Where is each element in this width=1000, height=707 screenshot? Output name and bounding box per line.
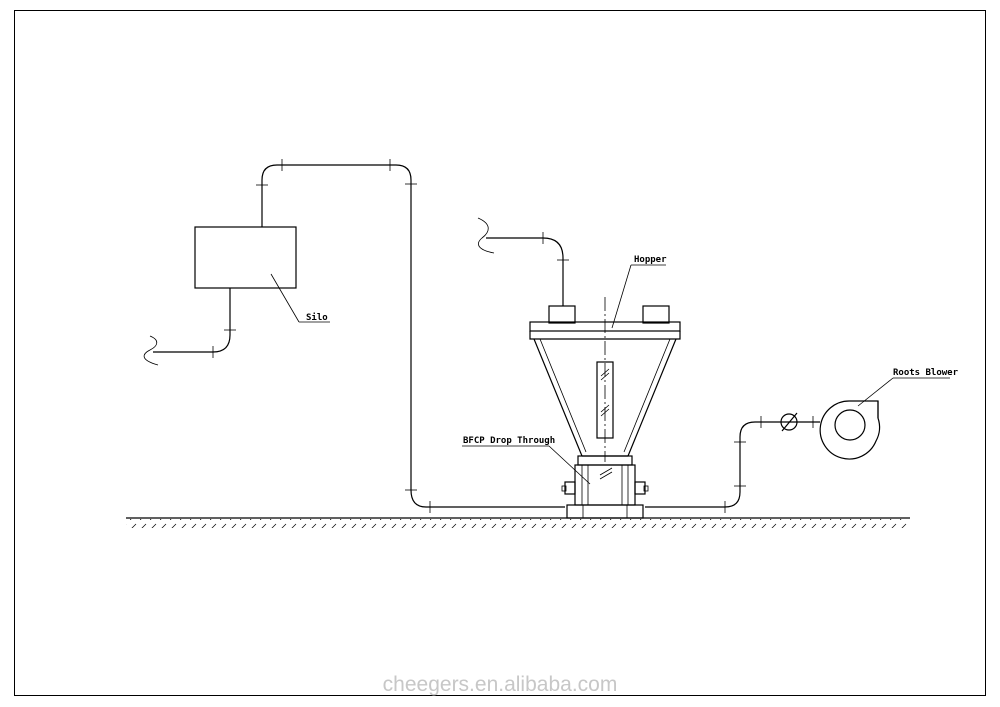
silo-inlet-pipe bbox=[153, 288, 231, 353]
check-valve bbox=[780, 412, 798, 432]
roots-blower-label: Roots Blower bbox=[893, 368, 959, 378]
hopper-leader bbox=[611, 264, 666, 329]
hopper bbox=[529, 297, 681, 462]
bfcp-drop-through bbox=[561, 455, 649, 519]
silo-leader bbox=[270, 273, 330, 323]
silo-label: Silo bbox=[306, 312, 328, 323]
conveying-pipe bbox=[261, 164, 565, 508]
hopper-inlet-pipe bbox=[486, 237, 564, 306]
roots-blower bbox=[819, 400, 881, 460]
ground bbox=[126, 517, 910, 528]
bfcp-leader bbox=[462, 445, 591, 485]
break-line-hopper bbox=[477, 217, 495, 254]
drawing-frame bbox=[14, 10, 986, 696]
silo-tank bbox=[194, 226, 297, 289]
break-line-left bbox=[143, 335, 159, 366]
blower-air-pipe bbox=[645, 421, 820, 508]
bfcp-label: BFCP Drop Through bbox=[463, 436, 555, 446]
watermark: cheegers.en.alibaba.com bbox=[383, 673, 618, 696]
roots-blower-leader bbox=[857, 377, 950, 407]
hopper-label: Hopper bbox=[634, 255, 667, 265]
